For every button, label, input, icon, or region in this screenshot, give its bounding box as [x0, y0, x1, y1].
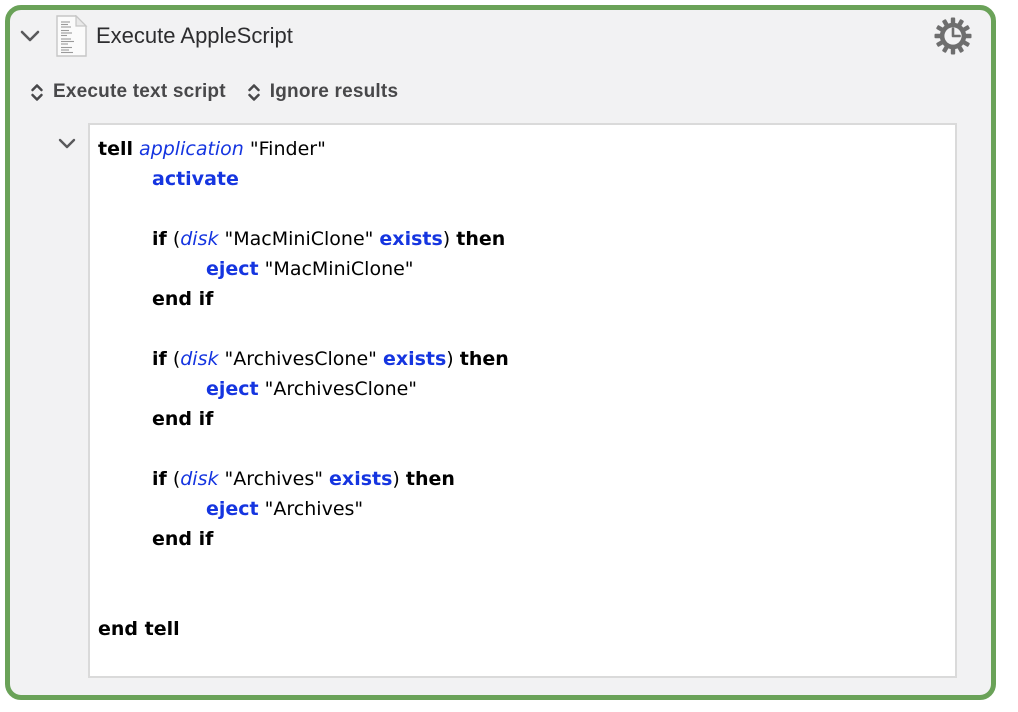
code-line: end tell [98, 618, 180, 640]
applescript-document-icon [54, 14, 88, 57]
code-line: if (disk "Archives" exists) then [152, 468, 455, 490]
results-mode-popup[interactable]: Ignore results [247, 81, 398, 103]
code-line: if (disk "ArchivesClone" exists) then [152, 348, 509, 370]
code-line [98, 194, 947, 224]
action-collapse-chevron-icon[interactable] [19, 29, 41, 43]
gear-clock-icon[interactable] [934, 17, 972, 55]
code-line: activate [152, 168, 239, 190]
code-line: if (disk "MacMiniClone" exists) then [152, 228, 506, 250]
code-line [98, 434, 947, 464]
code-line: end if [152, 408, 214, 430]
code-line: eject "MacMiniClone" [206, 258, 414, 280]
execute-mode-popup[interactable]: Execute text script [30, 81, 226, 103]
code-line: eject "ArchivesClone" [206, 378, 418, 400]
code-line [98, 584, 947, 614]
code-line: eject "Archives" [206, 498, 364, 520]
code-line: tell application "Finder" [98, 138, 326, 160]
code-line: end if [152, 288, 214, 310]
code-line: end if [152, 528, 214, 550]
execute-mode-label: Execute text script [53, 81, 226, 102]
code-line [98, 314, 947, 344]
action-options-row: Execute text script Ignore results [30, 81, 398, 103]
action-title: Execute AppleScript [96, 23, 293, 48]
applescript-code-editor[interactable]: tell application "Finder" activate if (di… [88, 123, 957, 678]
code-line [98, 554, 947, 584]
results-mode-label: Ignore results [269, 81, 399, 102]
up-down-chevrons-icon [31, 83, 43, 101]
script-field-chevron-icon[interactable] [57, 137, 79, 151]
up-down-chevrons-icon [248, 83, 260, 101]
